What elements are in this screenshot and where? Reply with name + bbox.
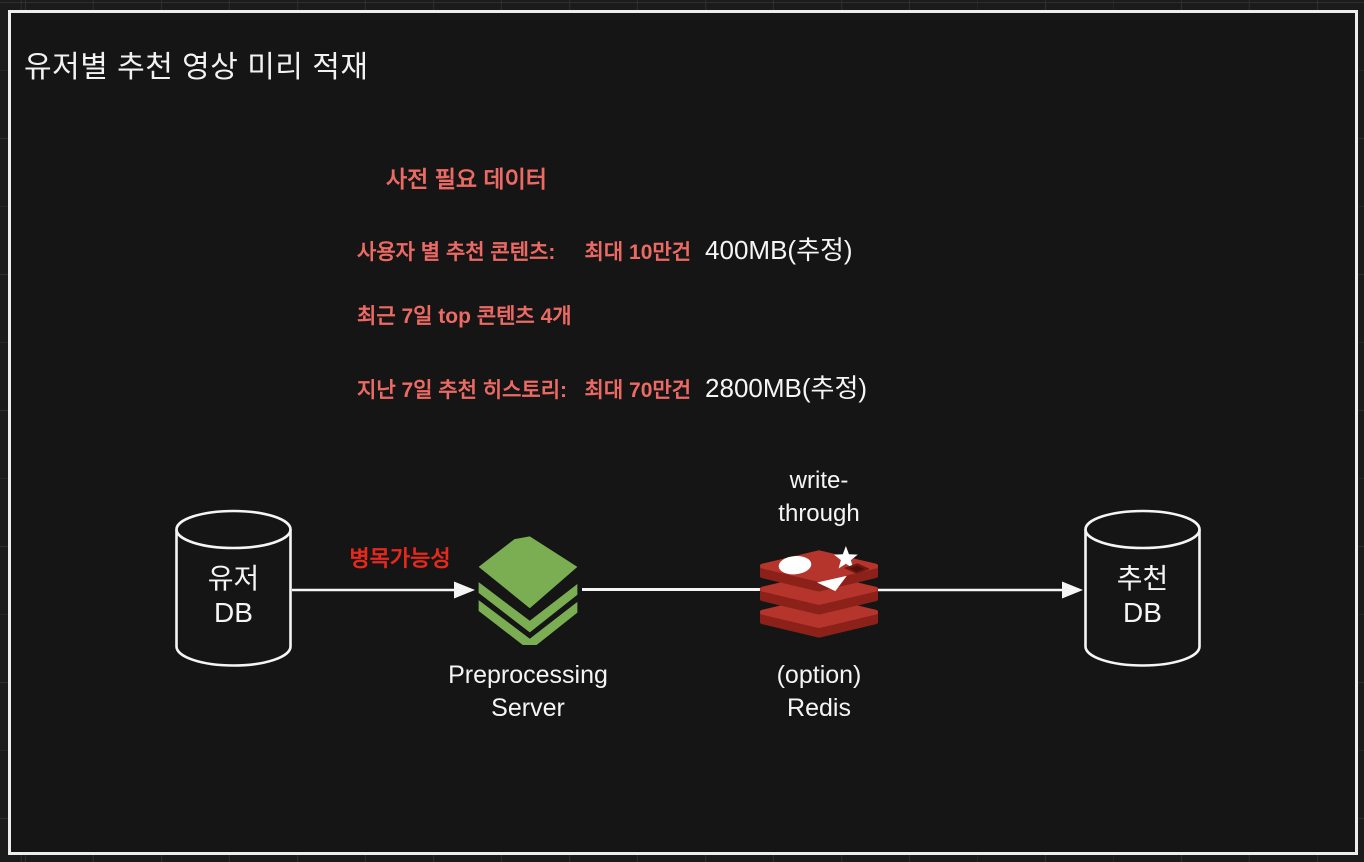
write-through-label: write- through (752, 464, 886, 530)
note-row: 지난 7일 추천 히스토리: 최대 70만건 2800MB(추정) (357, 368, 867, 405)
write-through-line2: through (778, 500, 860, 527)
slide-frame (8, 10, 1358, 855)
target-db-label-line2: DB (1123, 597, 1162, 628)
preprocessing-server-node[interactable] (474, 531, 582, 651)
preprocessing-label-line2: Server (491, 694, 565, 722)
source-db-label-line2: DB (214, 597, 253, 628)
source-db-label-line1: 유저 (207, 563, 260, 594)
arrow-redis-to-target[interactable] (878, 578, 1083, 602)
notes-heading: 사전 필요 데이터 (386, 166, 547, 192)
note-label: 지난 7일 추천 히스토리: 최대 70만건 (357, 379, 692, 402)
bottleneck-label: 병목가능성 (349, 546, 451, 571)
redis-node[interactable] (757, 545, 881, 646)
redis-caption-line1: (option) (776, 661, 862, 689)
target-db-label-line1: 추천 (1116, 563, 1169, 594)
db-cylinder-icon (1084, 509, 1201, 667)
note-value: 2800MB(추정) (705, 373, 868, 403)
write-through-line1: write- (789, 467, 849, 494)
target-db-node[interactable]: 추천 DB (1083, 509, 1202, 667)
stack-icon (478, 536, 578, 651)
note-row: 최근 7일 top 콘텐츠 4개 (357, 300, 586, 330)
arrow-source-to-preprocessing[interactable] (292, 578, 475, 602)
redis-caption-line2: Redis (787, 694, 851, 722)
redis-icon (759, 545, 879, 638)
preprocessing-server-label: Preprocessing Server (438, 659, 618, 725)
target-db-label: 추천 DB (1083, 509, 1202, 667)
connector-preprocessing-to-redis[interactable] (582, 588, 762, 591)
note-label: 최근 7일 top 콘텐츠 4개 (357, 305, 572, 328)
note-label: 사용자 별 추천 콘텐츠: 최대 10만건 (357, 241, 692, 264)
note-value: 400MB(추정) (705, 235, 853, 265)
page-title: 유저별 추천 영상 미리 적재 (24, 51, 369, 84)
source-db-node[interactable]: 유저 DB (174, 509, 293, 667)
source-db-label: 유저 DB (174, 509, 293, 667)
note-row: 사용자 별 추천 콘텐츠: 최대 10만건 400MB(추정) (357, 230, 853, 267)
db-cylinder-icon (175, 509, 292, 667)
redis-caption: (option) Redis (752, 659, 886, 725)
preprocessing-label-line1: Preprocessing (448, 661, 608, 689)
